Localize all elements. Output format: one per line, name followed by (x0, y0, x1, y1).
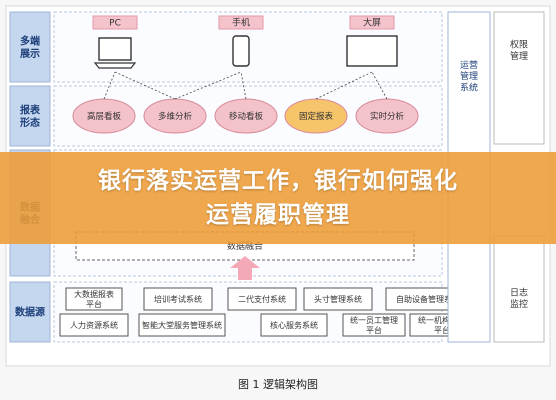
device-tag-0 (92, 15, 138, 30)
source-box-row1-2 (227, 287, 297, 311)
permission-label: 权限管理 (510, 39, 528, 62)
connector-5 (371, 71, 388, 100)
pc-base-icon (93, 62, 137, 69)
layer-label-report (9, 85, 51, 147)
banner-title-line2: 运营履职管理 (206, 202, 350, 228)
log-monitor-panel (493, 235, 545, 343)
title-banner: 银行落实运营工作，银行如何强化 运营履职管理 (0, 152, 556, 244)
device-tag-1 (218, 15, 264, 30)
source-box-row1-label-4: 自助设备管理系统 (396, 294, 460, 304)
connector-3 (240, 71, 247, 100)
screen-icon (346, 35, 398, 67)
banner-title-line1: 银行落实运营工作，银行如何强化 (98, 168, 458, 194)
device-tag-label-1: 手机 (232, 17, 250, 29)
device-tag-label-2: 大屏 (363, 17, 381, 29)
layer-label-display (9, 11, 51, 83)
up-arrow-icon (230, 256, 260, 280)
layer-label-text-data_source: 数据源 (15, 306, 45, 319)
report-oval-label-4: 实时分析 (370, 111, 405, 122)
source-box-row2-0 (59, 313, 129, 337)
source-box-row2-1 (138, 313, 226, 337)
source-box-row2-label-4: 统一机构管理平台 (418, 315, 466, 335)
report-oval-label-3: 固定报表 (299, 111, 334, 122)
source-box-row1-0 (65, 287, 123, 311)
layer-label-text-report: 报表形态 (20, 103, 41, 129)
device-tag-2 (349, 15, 395, 30)
source-box-row1-label-1: 培训考试系统 (154, 294, 202, 304)
report-oval-label-2: 移动看板 (229, 111, 264, 122)
side-panel-label: 运营管理系统 (460, 59, 478, 94)
layer-label-data_source (9, 281, 51, 343)
phone-icon (232, 35, 250, 67)
figure-caption: 图 1 逻辑架构图 (238, 378, 318, 391)
pc-icon (98, 37, 132, 61)
source-box-row1-label-3: 头寸管理系统 (314, 294, 362, 304)
source-box-row2-label-0: 人力资源系统 (70, 320, 118, 330)
source-box-row2-label-3: 统一员工管理平台 (350, 315, 398, 335)
source-box-row2-3 (342, 313, 406, 337)
permission-panel (493, 11, 545, 145)
source-box-row1-1 (143, 287, 213, 311)
source-box-row1-label-2: 二代支付系统 (238, 294, 286, 304)
source-box-row2-2 (260, 313, 328, 337)
source-box-row1-label-0: 大数据报表平台 (74, 289, 114, 309)
source-box-row1-3 (303, 287, 373, 311)
log-monitor-label: 日志监控 (510, 287, 528, 310)
report-oval-label-0: 高层看板 (87, 111, 122, 122)
source-box-row2-label-1: 智能大堂服务管理系统 (142, 320, 222, 330)
source-box-row2-label-2: 核心服务系统 (270, 320, 318, 330)
connector-1 (114, 71, 176, 100)
layer-label-text-display: 多端展示 (20, 34, 40, 60)
device-tag-label-0: PC (109, 19, 121, 29)
report-oval-label-1: 多维分析 (158, 111, 193, 122)
connector-0 (103, 71, 116, 100)
